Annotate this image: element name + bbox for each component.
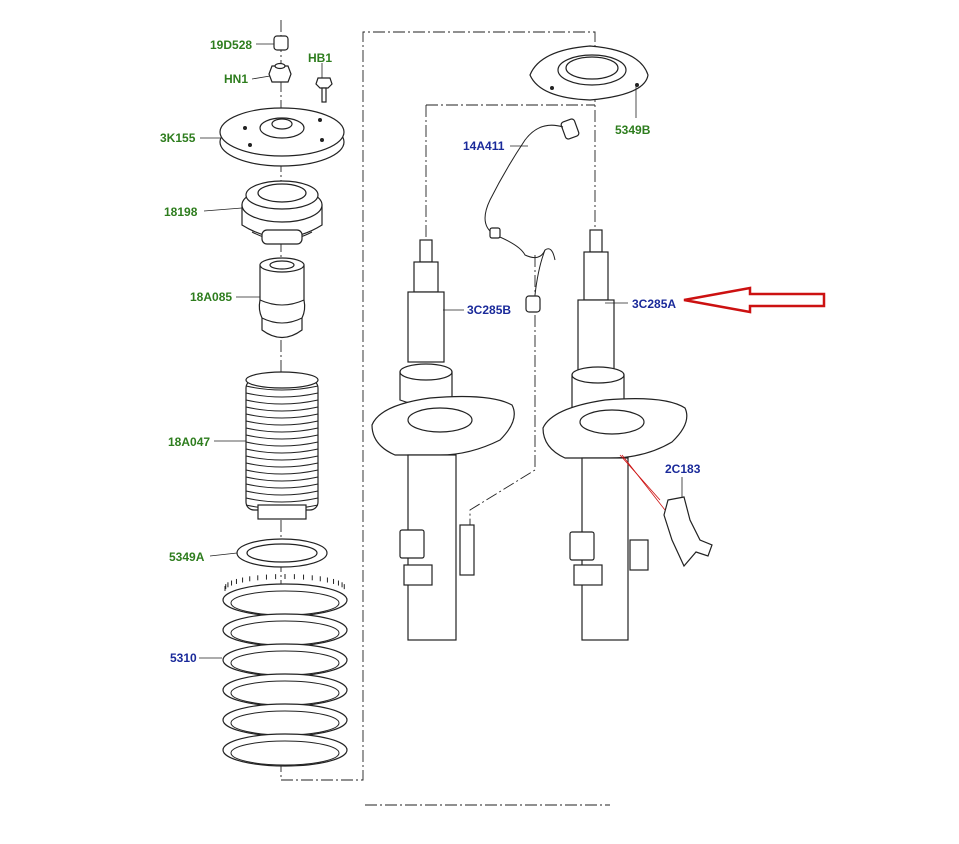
part-19D528-cap: [273, 35, 289, 51]
part-labels: 19D528 HB1 HN1 3K155 18198 18A085 18A047…: [160, 38, 701, 665]
label-HN1: HN1: [224, 72, 248, 86]
part-2C183-bracket: [619, 454, 713, 568]
label-5310: 5310: [170, 651, 197, 665]
label-5349B: 5349B: [615, 123, 651, 137]
part-14A411-sensor-wire: [484, 118, 580, 313]
part-3C285A-strut-right: [542, 229, 688, 641]
part-5349B-upper-seat: [529, 45, 649, 101]
part-5349A-spring-seat: [236, 538, 328, 568]
part-HB1-bolt: [315, 77, 333, 103]
label-3C285A: 3C285A: [632, 297, 676, 311]
label-18A085: 18A085: [190, 290, 232, 304]
label-2C183: 2C183: [665, 462, 701, 476]
label-3K155: 3K155: [160, 131, 196, 145]
part-HN1-nut: [268, 62, 292, 83]
part-5310-coil-spring: [222, 574, 348, 767]
part-18A047-dust-boot: [245, 371, 319, 520]
label-HB1: HB1: [308, 51, 332, 65]
red-arrow-pointer: [683, 286, 826, 314]
part-18A085-bump-stop: [258, 257, 306, 339]
part-3K155-top-mount: [219, 107, 345, 167]
label-18A047: 18A047: [168, 435, 210, 449]
label-3C285B: 3C285B: [467, 303, 511, 317]
label-5349A: 5349A: [169, 550, 205, 564]
leader-lines: [199, 43, 683, 659]
label-19D528: 19D528: [210, 38, 252, 52]
label-18198: 18198: [164, 205, 198, 219]
part-18198-bearing: [241, 180, 323, 245]
label-14A411: 14A411: [463, 139, 505, 153]
part-3C285B-strut-left: [371, 239, 515, 641]
